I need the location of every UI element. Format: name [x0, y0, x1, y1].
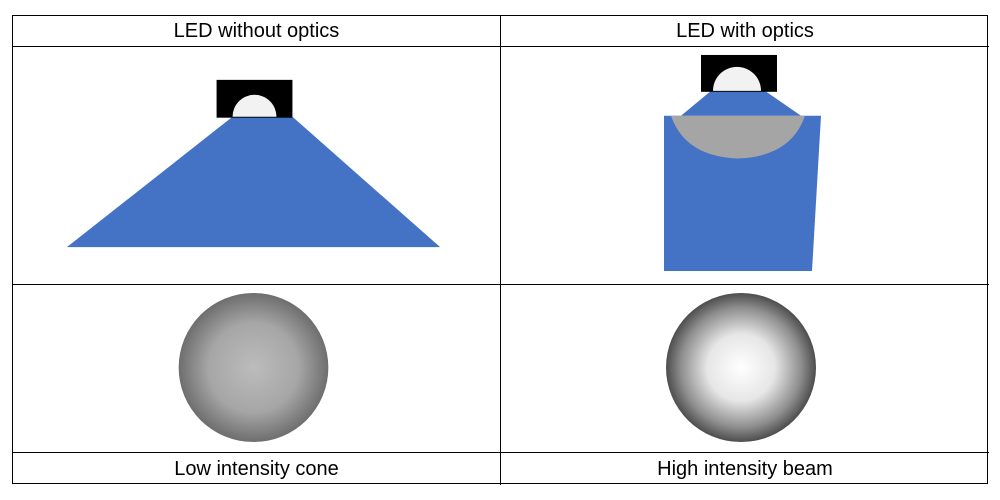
spot-cell-low	[13, 285, 501, 453]
header-cell-left: LED without optics	[13, 16, 501, 47]
footer-right-label: High intensity beam	[657, 458, 833, 480]
led-dome-optics	[713, 66, 761, 91]
footer-cell-left: Low intensity cone	[13, 453, 501, 485]
led-without-optics-diagram	[66, 79, 441, 248]
diagram-cell-with-optics	[501, 47, 989, 285]
diagram-cell-without-optics	[13, 47, 501, 285]
header-right-label: LED with optics	[676, 20, 814, 42]
narrow-light-beam	[664, 115, 821, 272]
led-dome	[232, 94, 277, 117]
wide-light-cone	[66, 116, 441, 248]
header-left-label: LED without optics	[173, 20, 340, 42]
header-cell-right: LED with optics	[501, 16, 989, 47]
optical-lens	[671, 115, 805, 159]
led-with-optics-diagram	[664, 54, 821, 272]
high-intensity-spot	[666, 292, 816, 443]
low-intensity-spot	[178, 292, 329, 443]
low-intensity-spot-diagram	[178, 292, 329, 443]
high-intensity-spot-diagram	[666, 292, 816, 443]
comparison-table: LED without optics LED with optics	[12, 15, 989, 485]
footer-left-label: Low intensity cone	[174, 458, 339, 480]
spot-cell-high	[501, 285, 989, 453]
inner-light-cone	[681, 90, 801, 116]
footer-cell-right: High intensity beam	[501, 453, 989, 485]
